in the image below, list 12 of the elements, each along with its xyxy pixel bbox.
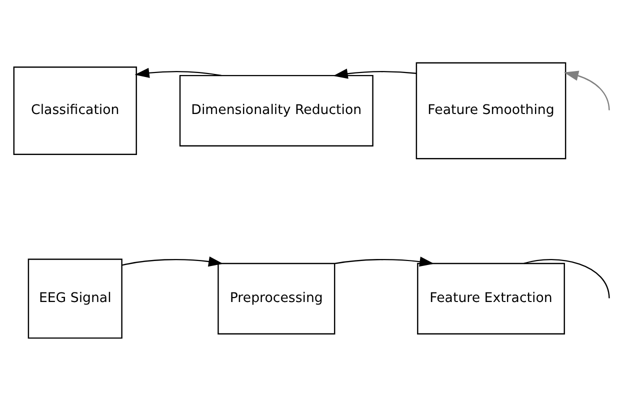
connector [524,258,610,298]
arrow [134,68,222,78]
node-box: Preprocessing [218,262,336,334]
arrow [122,256,224,267]
arrow [564,70,610,110]
node-box: Classification [13,66,137,155]
arrow [333,68,416,79]
node-box: Dimensionality Reduction [179,74,374,146]
node-box: Feature Smoothing [416,62,566,160]
node-box: EEG Signal [28,258,122,339]
node-box: Feature Extraction [417,262,565,334]
arrow [334,256,434,267]
